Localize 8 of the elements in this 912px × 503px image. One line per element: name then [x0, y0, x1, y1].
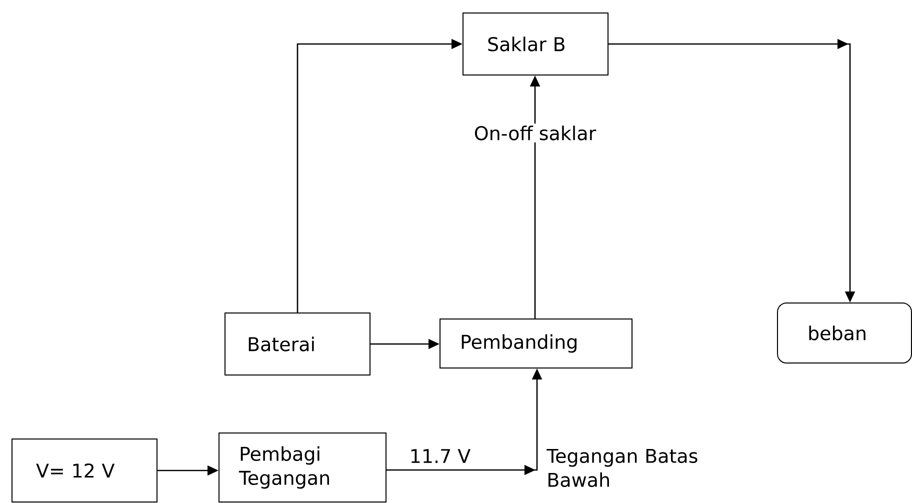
edge-label: On-off saklar [472, 124, 598, 142]
comparator-box: Pembanding [440, 318, 632, 368]
note-text: Tegangan Batas Bawah [546, 448, 698, 488]
edge-label: 11.7 V [407, 447, 473, 465]
battery-box: Baterai [224, 312, 370, 376]
source-box: V= 12 V [12, 438, 158, 502]
load-box: beban [777, 302, 912, 364]
switch-box: Saklar B [462, 12, 608, 76]
